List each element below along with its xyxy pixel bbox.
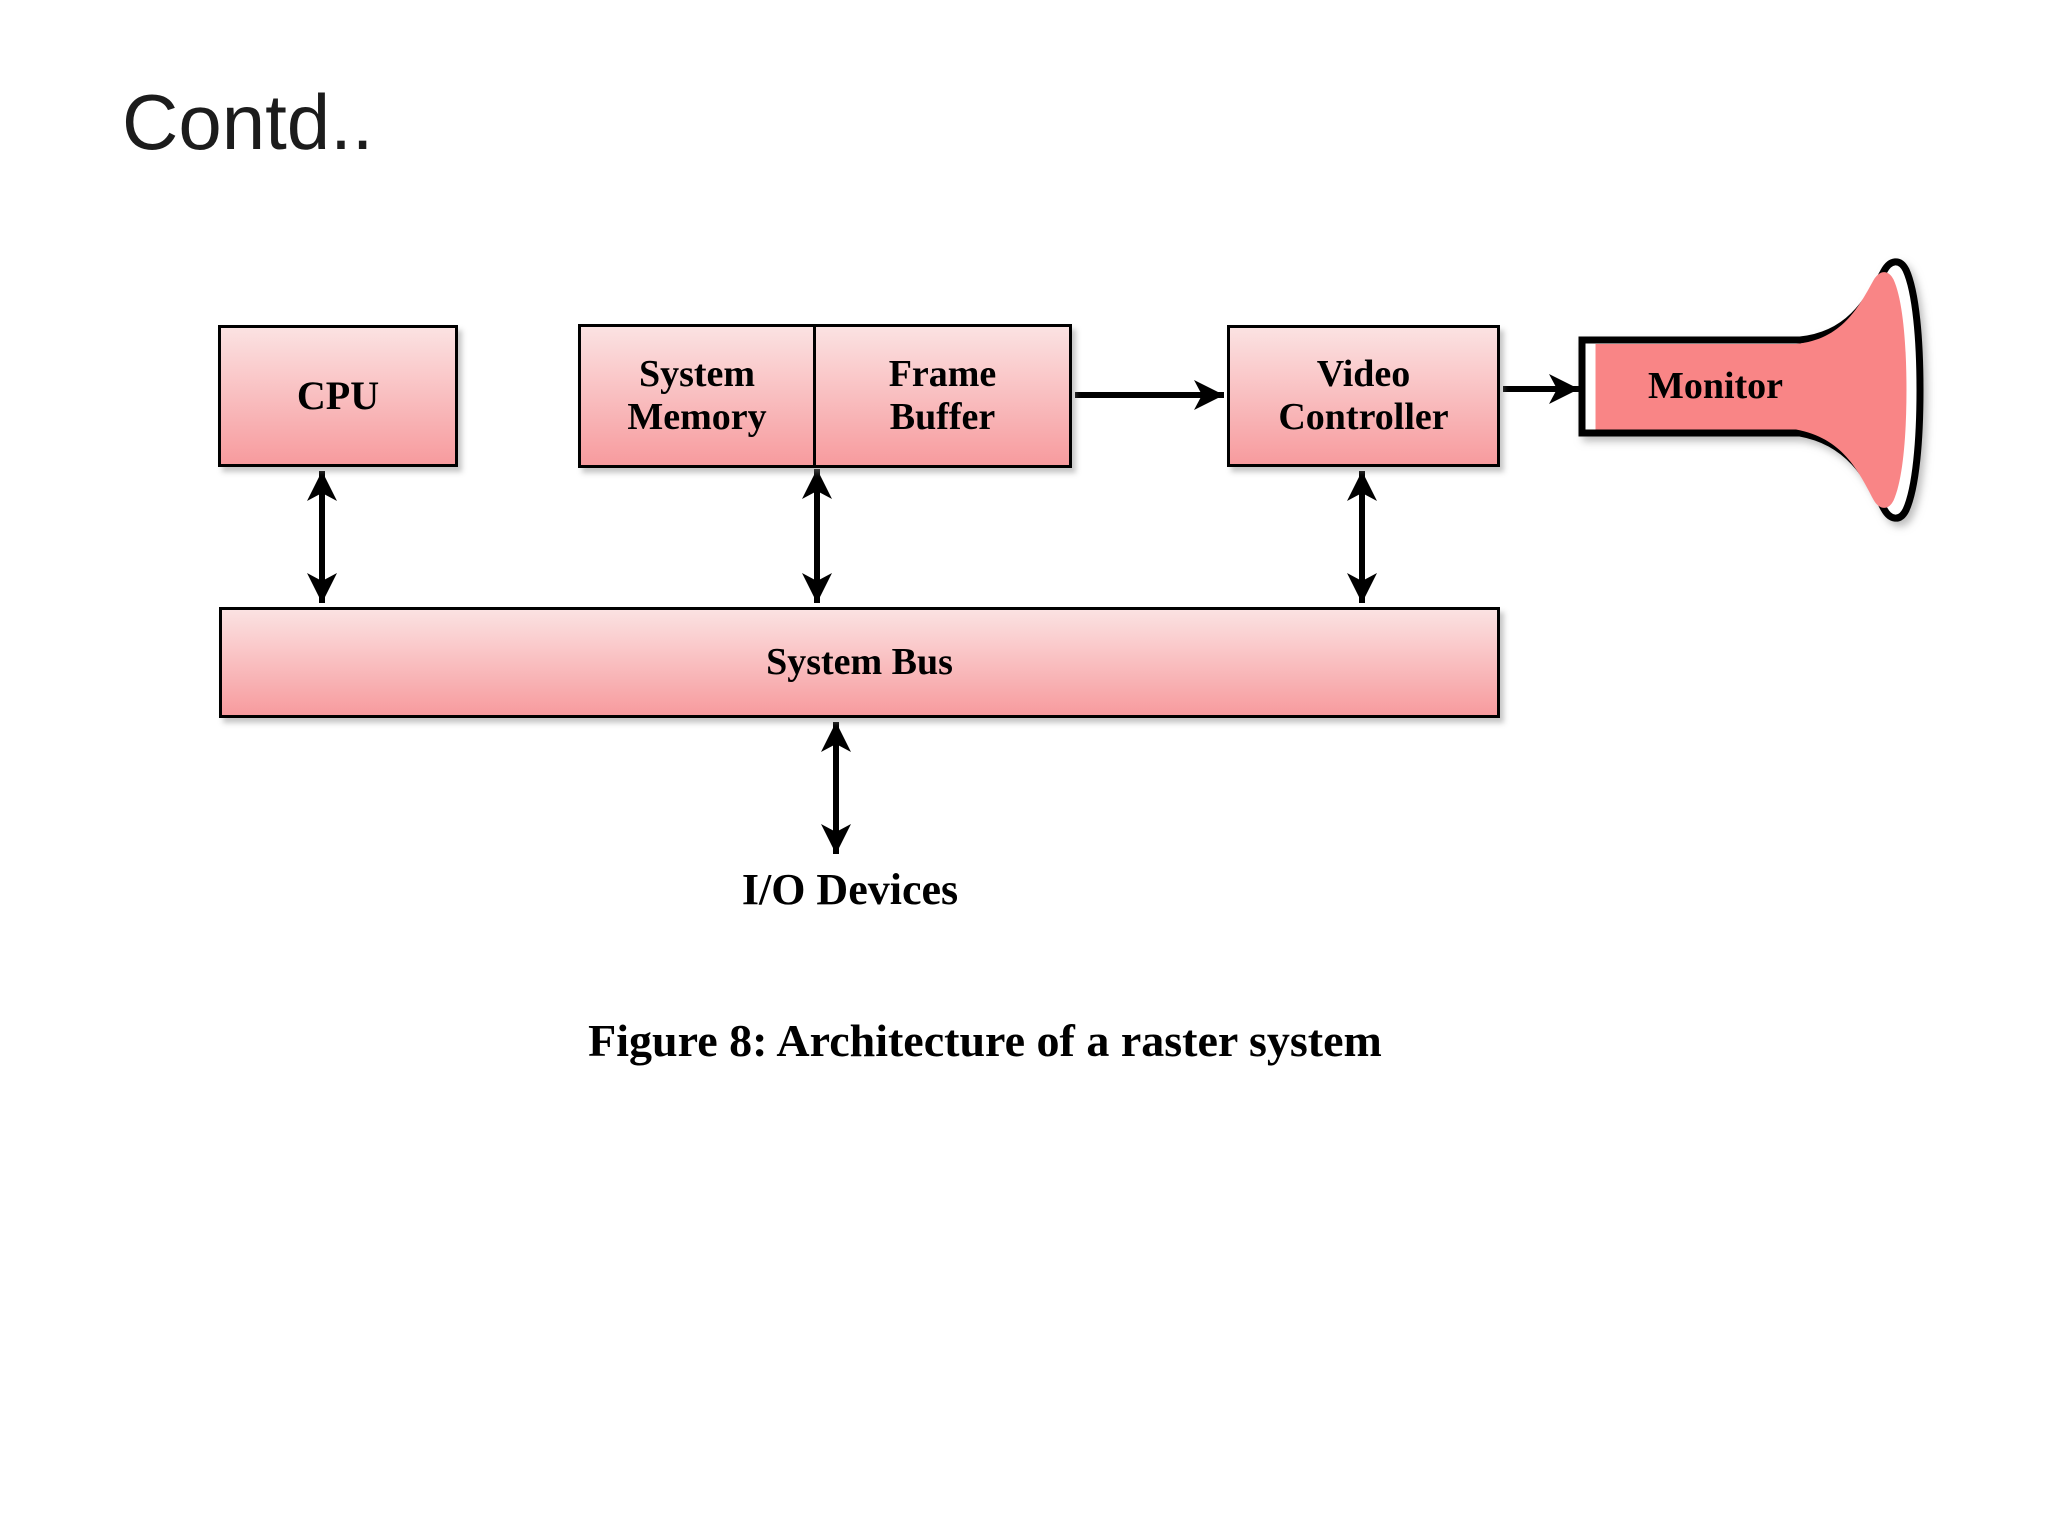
frame-buffer-cell: Frame Buffer	[816, 327, 1069, 465]
figure-caption: Figure 8: Architecture of a raster syste…	[588, 1015, 1382, 1066]
video-controller-box: Video Controller	[1227, 325, 1500, 467]
monitor-label: Monitor	[1598, 362, 1833, 410]
frame-buffer-label: Frame Buffer	[888, 353, 997, 438]
system-bus-box: System Bus	[219, 607, 1500, 718]
slide-title: Contd..	[122, 78, 374, 166]
io-devices-label: I/O Devices	[741, 865, 959, 914]
system-memory-cell: System Memory	[581, 327, 816, 465]
cpu-label: CPU	[296, 372, 380, 418]
memory-frame-buffer-box: System Memory Frame Buffer	[578, 324, 1072, 468]
system-memory-label: System Memory	[627, 353, 767, 438]
system-bus-label: System Bus	[766, 641, 953, 684]
monitor-label-text: Monitor	[1647, 365, 1784, 407]
video-controller-label: Video Controller	[1278, 353, 1449, 438]
cpu-box: CPU	[218, 325, 458, 467]
